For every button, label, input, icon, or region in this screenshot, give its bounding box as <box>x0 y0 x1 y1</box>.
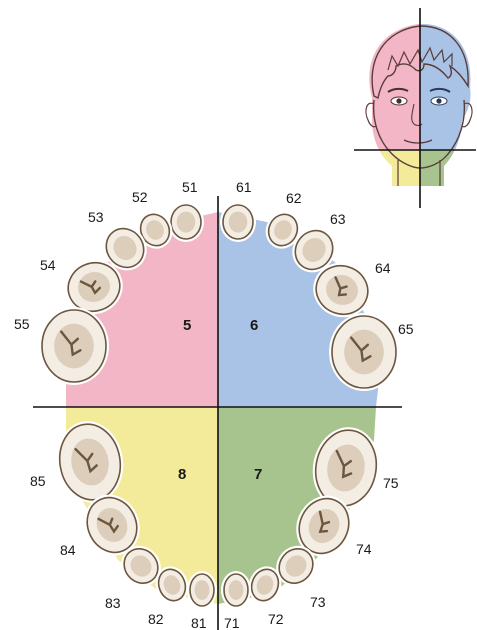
tooth-label-64: 64 <box>375 260 391 276</box>
tooth-61 <box>220 202 256 242</box>
tooth-label-53: 53 <box>88 209 104 225</box>
tooth-71 <box>221 571 251 609</box>
tooth-label-85: 85 <box>30 473 46 489</box>
quadrant-label-6: 6 <box>250 317 258 334</box>
tooth-label-61: 61 <box>236 179 252 195</box>
tooth-label-71: 71 <box>224 615 240 630</box>
tooth-55 <box>39 307 109 385</box>
tooth-label-83: 83 <box>105 595 121 611</box>
tooth-label-62: 62 <box>286 190 302 206</box>
tooth-81 <box>187 571 217 609</box>
face-quadrant-icon <box>340 8 477 208</box>
tooth-65 <box>329 313 399 391</box>
tooth-label-55: 55 <box>14 316 30 332</box>
tooth-label-84: 84 <box>60 542 76 558</box>
tooth-label-75: 75 <box>383 475 399 491</box>
tooth-label-52: 52 <box>132 189 148 205</box>
tooth-label-65: 65 <box>398 321 414 337</box>
tooth-51 <box>168 202 204 242</box>
tooth-label-72: 72 <box>268 611 284 627</box>
quadrant-label-7: 7 <box>254 466 262 483</box>
quadrant-label-8: 8 <box>178 466 186 483</box>
quadrant-label-5: 5 <box>183 317 191 334</box>
tooth-label-54: 54 <box>40 257 56 273</box>
tooth-label-82: 82 <box>148 611 164 627</box>
tooth-label-51: 51 <box>182 179 198 195</box>
tooth-label-74: 74 <box>356 541 372 557</box>
tooth-label-63: 63 <box>330 211 346 227</box>
tooth-label-73: 73 <box>310 594 326 610</box>
tooth-label-81: 81 <box>191 615 207 630</box>
